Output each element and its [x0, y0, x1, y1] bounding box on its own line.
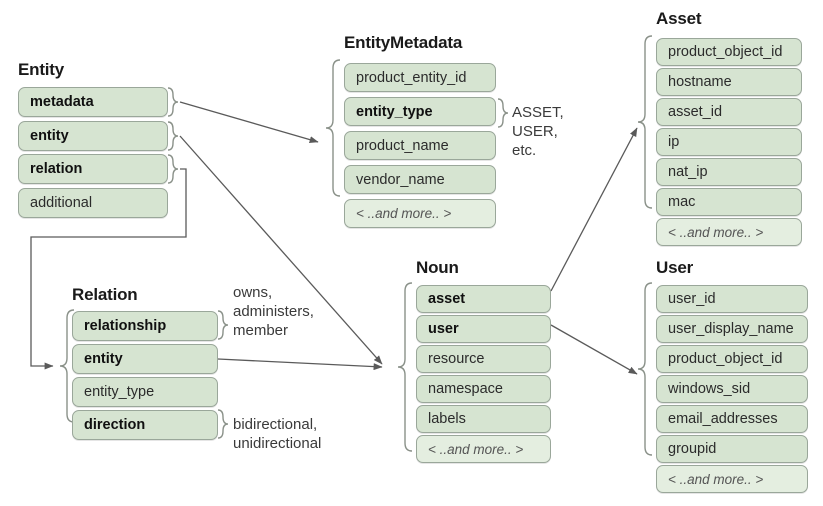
field-user-email-addresses[interactable]: email_addresses — [656, 405, 808, 433]
field-user-groupid[interactable]: groupid — [656, 435, 808, 463]
block-title-noun: Noun — [416, 258, 459, 277]
brace-asset-left — [637, 35, 653, 209]
field-relation-relationship[interactable]: relationship — [72, 311, 218, 341]
brace-relationship-right — [217, 310, 229, 340]
field-noun-labels[interactable]: labels — [416, 405, 551, 433]
field-em-vendor-name[interactable]: vendor_name — [344, 165, 496, 194]
field-user-windows-sid[interactable]: windows_sid — [656, 375, 808, 403]
field-em-product-entity-id[interactable]: product_entity_id — [344, 63, 496, 92]
field-asset-mac[interactable]: mac — [656, 188, 802, 216]
brace-noun-left — [397, 282, 413, 452]
block-title-asset: Asset — [656, 9, 702, 28]
field-asset-hostname[interactable]: hostname — [656, 68, 802, 96]
field-entity-additional[interactable]: additional — [18, 188, 168, 218]
field-asset-nat-ip[interactable]: nat_ip — [656, 158, 802, 186]
annotation-relationship-values: owns, administers, member — [233, 284, 314, 339]
field-relation-entity-type[interactable]: entity_type — [72, 377, 218, 407]
annotation-direction-values: bidirectional, unidirectional — [233, 416, 322, 452]
block-title-user: User — [656, 258, 694, 277]
field-asset-and-more[interactable]: < ..and more.. > — [656, 218, 802, 246]
brace-entity-entity — [167, 121, 179, 151]
block-title-entity: Entity — [18, 60, 65, 79]
annotation-entity-type-values: ASSET, USER, etc. — [512, 104, 564, 159]
brace-entity-type-right — [497, 98, 509, 128]
field-entity-relation[interactable]: relation — [18, 154, 168, 184]
brace-user-left — [637, 282, 653, 456]
field-noun-namespace[interactable]: namespace — [416, 375, 551, 403]
block-title-relation: Relation — [72, 285, 138, 304]
brace-direction-right — [217, 409, 229, 439]
brace-entity-relation — [167, 154, 179, 184]
field-asset-asset-id[interactable]: asset_id — [656, 98, 802, 126]
link-metadata-to-entitymetadata — [179, 101, 319, 144]
link-relation-entity-to-noun — [217, 358, 383, 371]
field-entity-entity[interactable]: entity — [18, 121, 168, 151]
field-relation-direction[interactable]: direction — [72, 410, 218, 440]
field-relation-entity[interactable]: entity — [72, 344, 218, 374]
link-noun-user-to-user — [550, 324, 638, 375]
field-noun-user[interactable]: user — [416, 315, 551, 343]
field-noun-and-more[interactable]: < ..and more.. > — [416, 435, 551, 463]
field-em-product-name[interactable]: product_name — [344, 131, 496, 160]
block-title-entity-metadata: EntityMetadata — [344, 33, 463, 52]
field-em-entity-type[interactable]: entity_type — [344, 97, 496, 126]
field-user-product-object-id[interactable]: product_object_id — [656, 345, 808, 373]
link-noun-asset-to-asset — [550, 127, 638, 292]
brace-entity-metadata — [167, 87, 179, 117]
field-noun-resource[interactable]: resource — [416, 345, 551, 373]
field-asset-product-object-id[interactable]: product_object_id — [656, 38, 802, 66]
field-entity-metadata[interactable]: metadata — [18, 87, 168, 117]
field-noun-asset[interactable]: asset — [416, 285, 551, 313]
field-user-user-id[interactable]: user_id — [656, 285, 808, 313]
field-asset-ip[interactable]: ip — [656, 128, 802, 156]
brace-entity-metadata-left — [325, 59, 341, 197]
field-em-and-more[interactable]: < ..and more.. > — [344, 199, 496, 228]
field-user-display-name[interactable]: user_display_name — [656, 315, 808, 343]
field-user-and-more[interactable]: < ..and more.. > — [656, 465, 808, 493]
